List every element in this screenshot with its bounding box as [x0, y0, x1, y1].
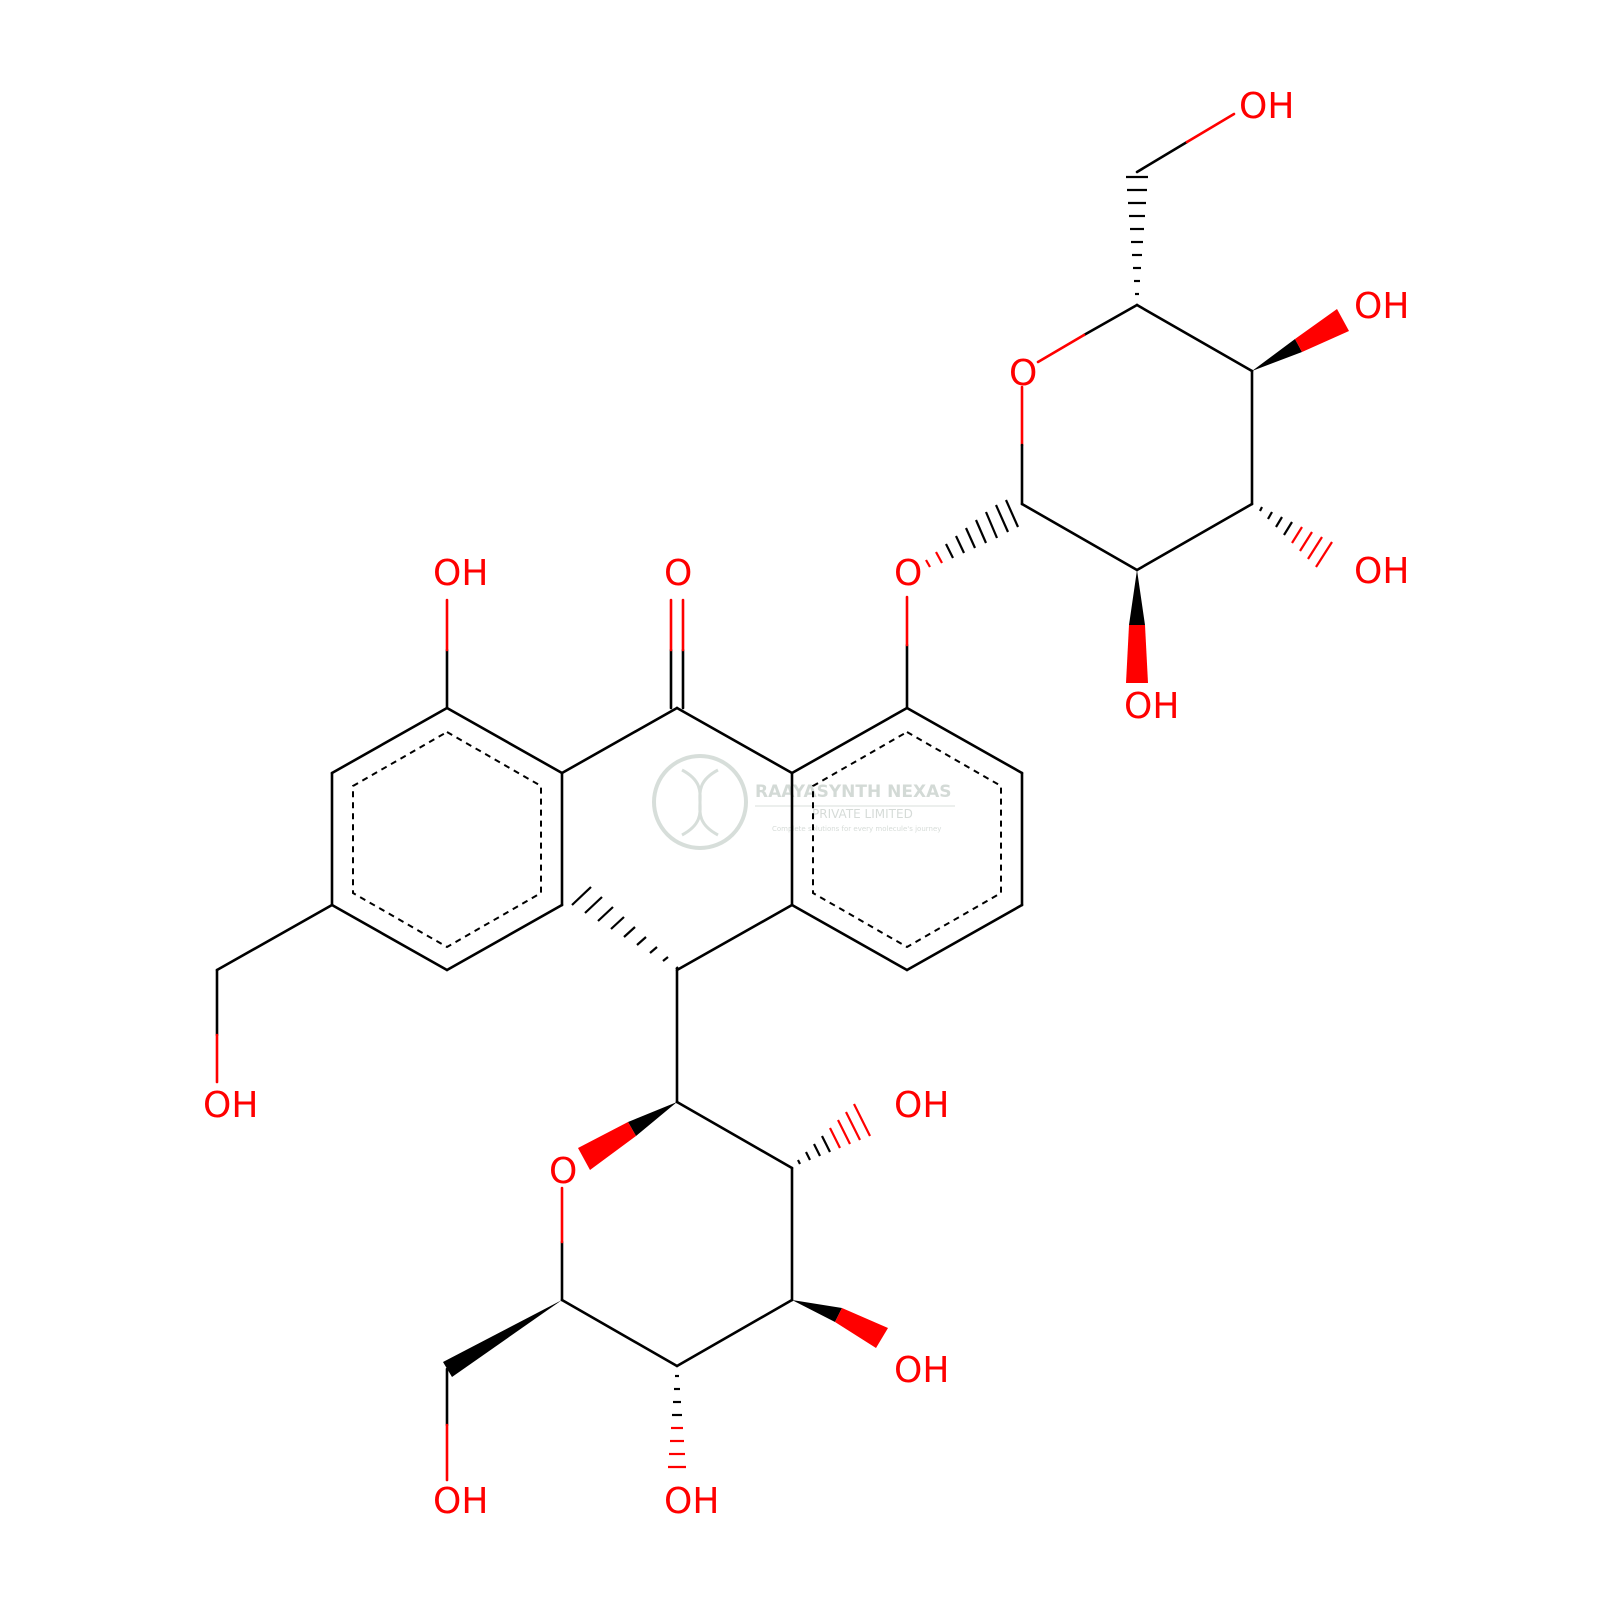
label-oh-lower-c6: OH: [433, 1481, 488, 1522]
watermark-company-name: RAAYASYNTH NEXAS: [755, 782, 952, 802]
hashed-wedge-c10: [571, 886, 679, 970]
label-o-lower-ring: O: [549, 1151, 577, 1192]
label-o-carbonyl: O: [664, 553, 692, 594]
wedge-lower-c1: [628, 1102, 677, 1136]
label-o-glycosidic: O: [894, 553, 922, 594]
central-ring: [560, 598, 794, 972]
wedge-lower-c3-o: [835, 1308, 888, 1348]
label-oh-lower-c2: OH: [894, 1085, 949, 1126]
label-oh-phenol: OH: [433, 553, 488, 594]
wedge-lower-c5: [443, 1300, 562, 1377]
label-oh-upper-c4: OH: [1354, 286, 1409, 327]
wedge-upper-c4: [1252, 339, 1302, 371]
wedge-lower-c1-o: [578, 1122, 636, 1170]
hashed-wedge-lower-c2: [797, 1103, 871, 1165]
left-ring-substituents: [215, 598, 449, 1084]
wedge-upper-c4-o: [1295, 309, 1349, 352]
upper-sugar-ring: [1020, 112, 1349, 683]
watermark-company-sub: PRIVATE LIMITED: [812, 807, 913, 821]
atom-labels: OH O O OH OH O OH OH OH O OH OH OH OH: [203, 86, 1409, 1522]
hashed-wedge-upper-c6: [1126, 175, 1148, 296]
watermark-tagline: Complete solutions for every molecule's …: [772, 825, 941, 833]
wedge-lower-c3: [792, 1300, 842, 1322]
label-oh-upper-c2: OH: [1124, 686, 1179, 727]
left-aromatic-ring: [330, 706, 564, 972]
watermark-logo-icon: [652, 754, 748, 850]
watermark: RAAYASYNTH NEXAS PRIVATE LIMITED Complet…: [652, 754, 955, 850]
wedge-upper-c2: [1129, 570, 1145, 625]
watermark-helix-icon: [681, 768, 719, 837]
hashed-wedge-anomeric-upper: [925, 499, 1020, 568]
label-oh-lower-c3: OH: [894, 1350, 949, 1391]
label-oh-ch2oh-left: OH: [203, 1085, 258, 1126]
label-oh-upper-c3: OH: [1354, 551, 1409, 592]
hashed-wedge-lower-c4: [668, 1374, 686, 1469]
hashed-wedge-upper-c3: [1259, 506, 1333, 568]
right-aromatic-ring: [790, 706, 1024, 972]
right-ring-o-link: [905, 499, 1020, 710]
wedge-upper-c2-o: [1126, 625, 1148, 683]
label-oh-lower-c4: OH: [664, 1481, 719, 1522]
label-oh-upper-c6: OH: [1239, 86, 1294, 127]
lower-sugar-ring: [443, 968, 888, 1482]
label-o-upper-ring: O: [1009, 353, 1037, 394]
